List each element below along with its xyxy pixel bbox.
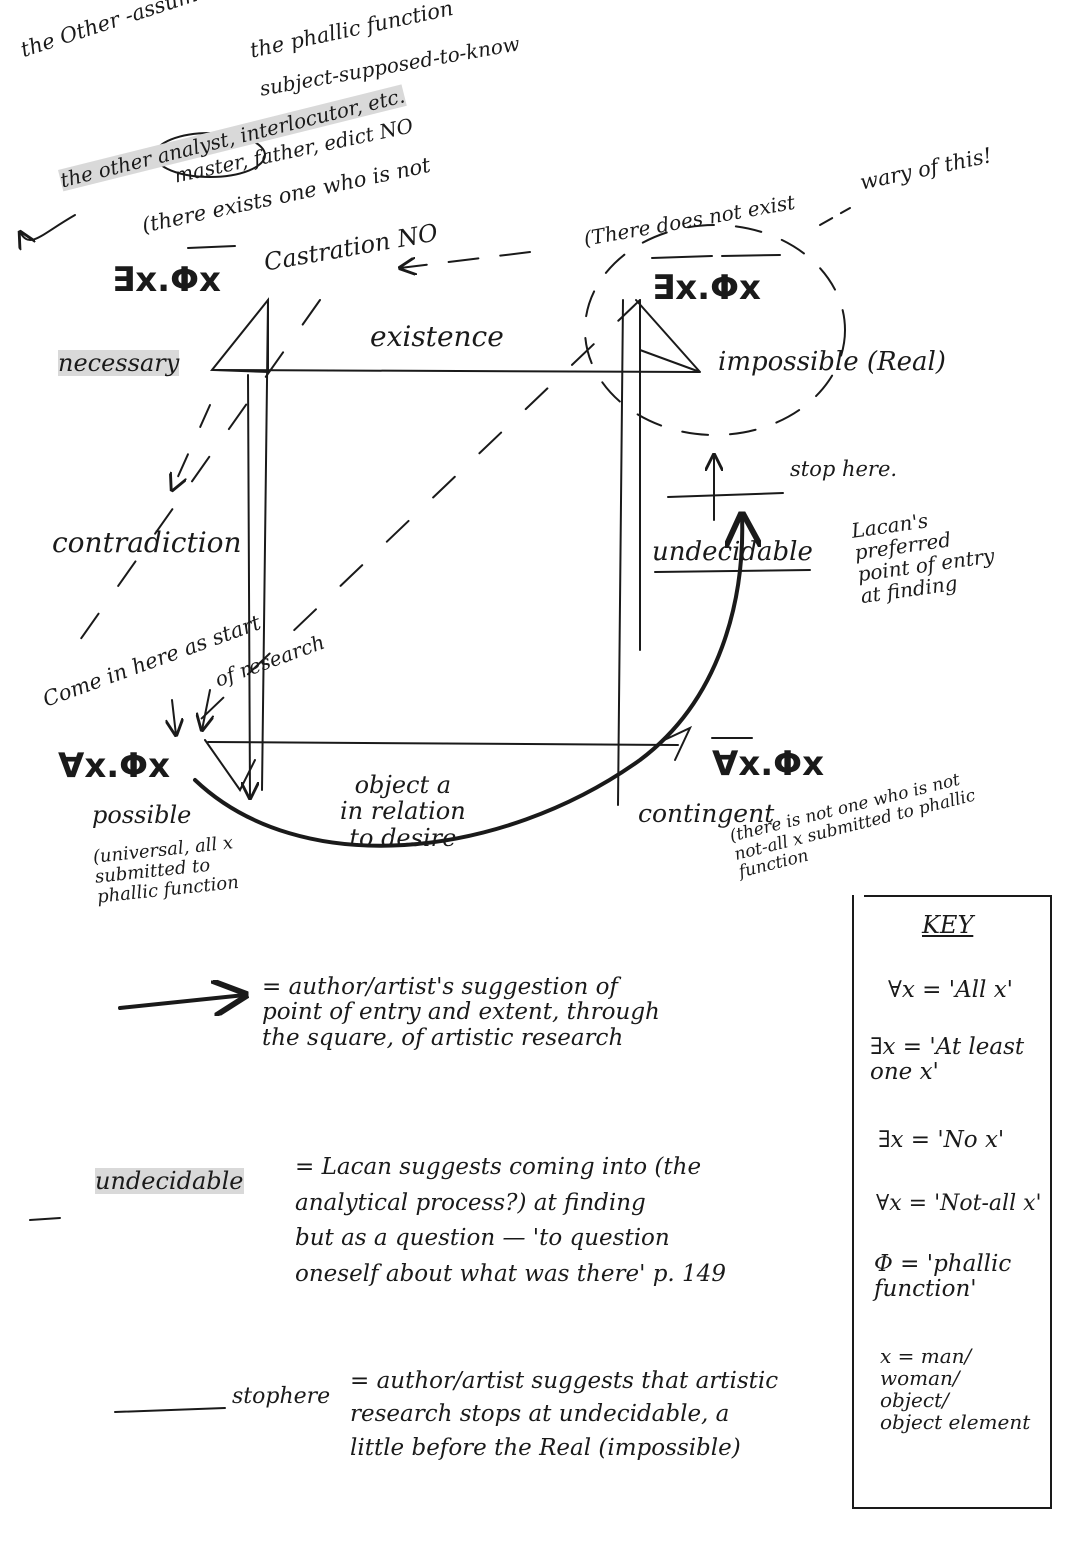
key-no-x: ∃x = 'No x' (878, 1127, 1005, 1153)
top-left-negation-bar (187, 245, 236, 249)
legend-stophere-term: stophere (232, 1384, 331, 1409)
top-left-arrowhead (209, 297, 269, 374)
contradiction-arrow (172, 404, 211, 490)
label-necessary: necessary (58, 349, 180, 377)
wary-line (819, 207, 851, 226)
label-impossible: impossible (Real) (718, 347, 946, 377)
undecidable-underline (654, 569, 811, 573)
label-stop-here: stop here. (790, 457, 898, 481)
top-right-bar-2 (721, 254, 781, 257)
stop-here-bar (667, 492, 784, 498)
right-vertical (617, 299, 624, 806)
label-existence: existence (370, 320, 504, 353)
legend-undecidable-text: = Lacan suggests coming into (the analyt… (295, 1154, 726, 1287)
key-phallic: Φ = 'phallic function' (874, 1251, 1012, 1303)
legend-stophere-text: = author/artist suggests that artistic r… (350, 1368, 779, 1461)
formula-bottom-left: ∀x.Φx (58, 746, 170, 786)
legend-arrow (118, 995, 245, 1008)
label-contingent: contingent (638, 799, 775, 828)
top-right-bar-1 (651, 255, 713, 259)
key-all-x: ∀x = 'All x' (888, 977, 1013, 1003)
key-x-def: x = man/ woman/ object/ object element (880, 1344, 1031, 1434)
formula-top-left: ∃x.Φx (112, 260, 221, 300)
diagonal-tl-br (79, 299, 321, 641)
label-undecidable: undecidable (652, 537, 813, 567)
legend-stophere-line (114, 1407, 226, 1413)
legend-dash (29, 1217, 61, 1221)
come-in-arrow-2 (202, 689, 210, 730)
castration-arrow (400, 251, 531, 268)
formula-bottom-right: ∀x.Φx (712, 744, 824, 784)
label-contradiction: contradiction (52, 526, 242, 559)
research-curve (193, 515, 742, 848)
legend-undecidable-term: undecidable (95, 1167, 244, 1195)
note-object-a: object a in relation to desire (340, 771, 466, 852)
left-vertical-up (261, 299, 269, 791)
formula-top-right: ∃x.Φx (652, 268, 761, 308)
wary-circle (584, 224, 846, 436)
key-box (852, 895, 1052, 1509)
bottom-line (207, 741, 679, 746)
existence-line (214, 369, 701, 373)
left-vertical-down (248, 374, 250, 798)
bottom-left-triangle (204, 739, 256, 792)
label-possible: possible (92, 801, 192, 829)
other-loop-arrow (20, 214, 76, 240)
key-at-least-one: ∃x = 'At least one x' (870, 1034, 1025, 1086)
legend-arrow-text: = author/artist's suggestion of point of… (262, 974, 660, 1051)
key-title: KEY (922, 911, 974, 939)
key-not-all-x: ∀x = 'Not-all x' (876, 1191, 1042, 1216)
top-right-arrowhead (635, 299, 701, 373)
bottom-right-arrowhead (659, 725, 693, 761)
come-in-arrow-1 (172, 699, 176, 735)
